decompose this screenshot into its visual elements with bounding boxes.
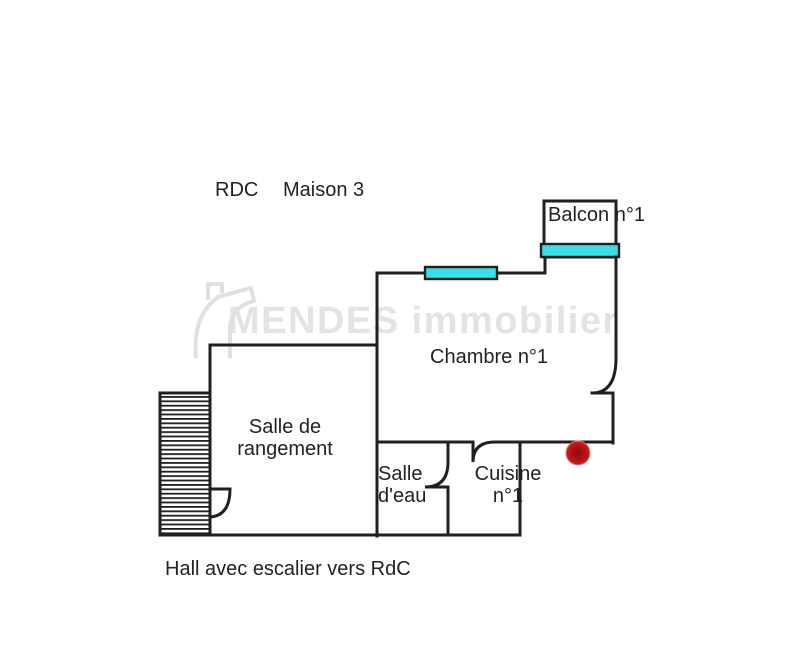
- plan-title: Maison 3: [283, 179, 365, 201]
- hall-caption: Hall avec escalier vers RdC: [165, 558, 411, 580]
- staircase-hatched: [158, 391, 212, 537]
- wall-salle-eau-cuisine-divider: [424, 440, 450, 537]
- door-arc-chambre: [590, 356, 618, 395]
- room-label-salle-eau-line2: d'eau: [378, 485, 427, 507]
- door-arc-rangement: [208, 487, 232, 519]
- room-label-salle-eau-line1: Salle: [378, 463, 423, 485]
- room-label-cuisine-line1: Cuisine: [474, 463, 542, 485]
- watermark-text: MENDES immobilier: [228, 300, 619, 342]
- watermark-logo-chimney-shape: [206, 282, 224, 300]
- window-balcony: [539, 242, 621, 259]
- room-label-rangement: Salle de rangement: [237, 416, 333, 460]
- room-label-rangement-line1: Salle de: [248, 416, 322, 438]
- door-arc-cuisine: [471, 440, 497, 463]
- red-dot-marker: [565, 440, 591, 466]
- room-label-rangement-line2: rangement: [237, 438, 333, 460]
- room-label-cuisine-line2: n°1: [492, 485, 524, 507]
- room-label-cuisine: Cuisine n°1: [475, 463, 542, 507]
- floor-title: RDC: [215, 179, 259, 201]
- room-label-salle-eau: Salle d'eau: [378, 463, 426, 507]
- watermark-logo-roof-shape: [193, 285, 257, 359]
- window-chambre: [423, 265, 499, 281]
- room-label-chambre: Chambre n°1: [430, 346, 549, 368]
- room-label-balcon: Balcon n°1: [548, 204, 645, 226]
- wall-chambre-right-lower: [590, 391, 615, 445]
